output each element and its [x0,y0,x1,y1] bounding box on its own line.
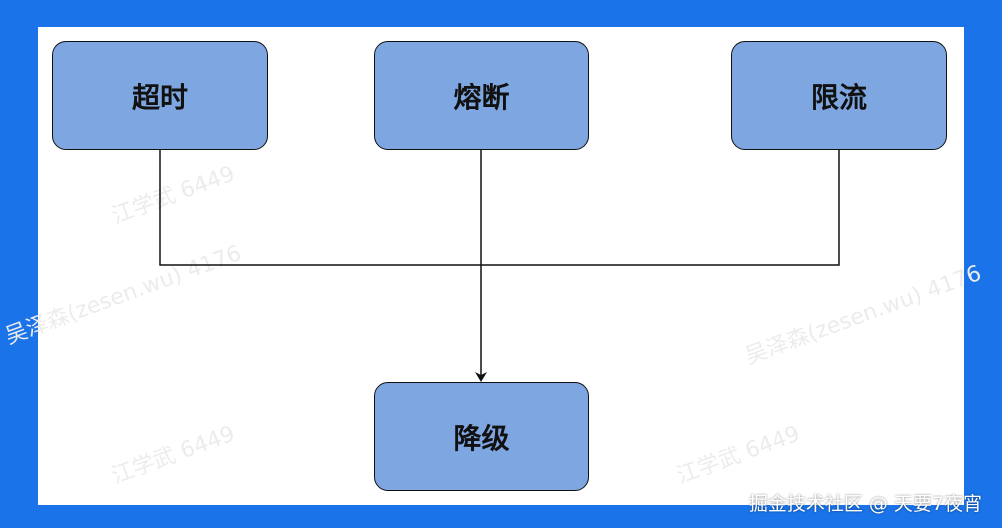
connector-lines [159,150,840,382]
diagram-canvas: 江学武 6449 吴泽森(zesen.wu) 4176 吴泽森(zesen.wu… [2,27,985,505]
node-label: 超时 [131,80,188,114]
connector-timeout [159,150,481,266]
footer-credit: 掘金技术社区 @ 天要7夜宵 [748,493,982,515]
connector-ratelimit [481,150,840,266]
node-degrade: 降级 [374,382,589,491]
node-label: 限流 [810,80,867,114]
node-rate-limit: 限流 [731,41,947,150]
node-label: 熔断 [453,80,510,114]
node-timeout: 超时 [52,41,268,150]
node-label: 降级 [453,421,510,455]
node-circuit-breaker: 熔断 [374,41,589,150]
